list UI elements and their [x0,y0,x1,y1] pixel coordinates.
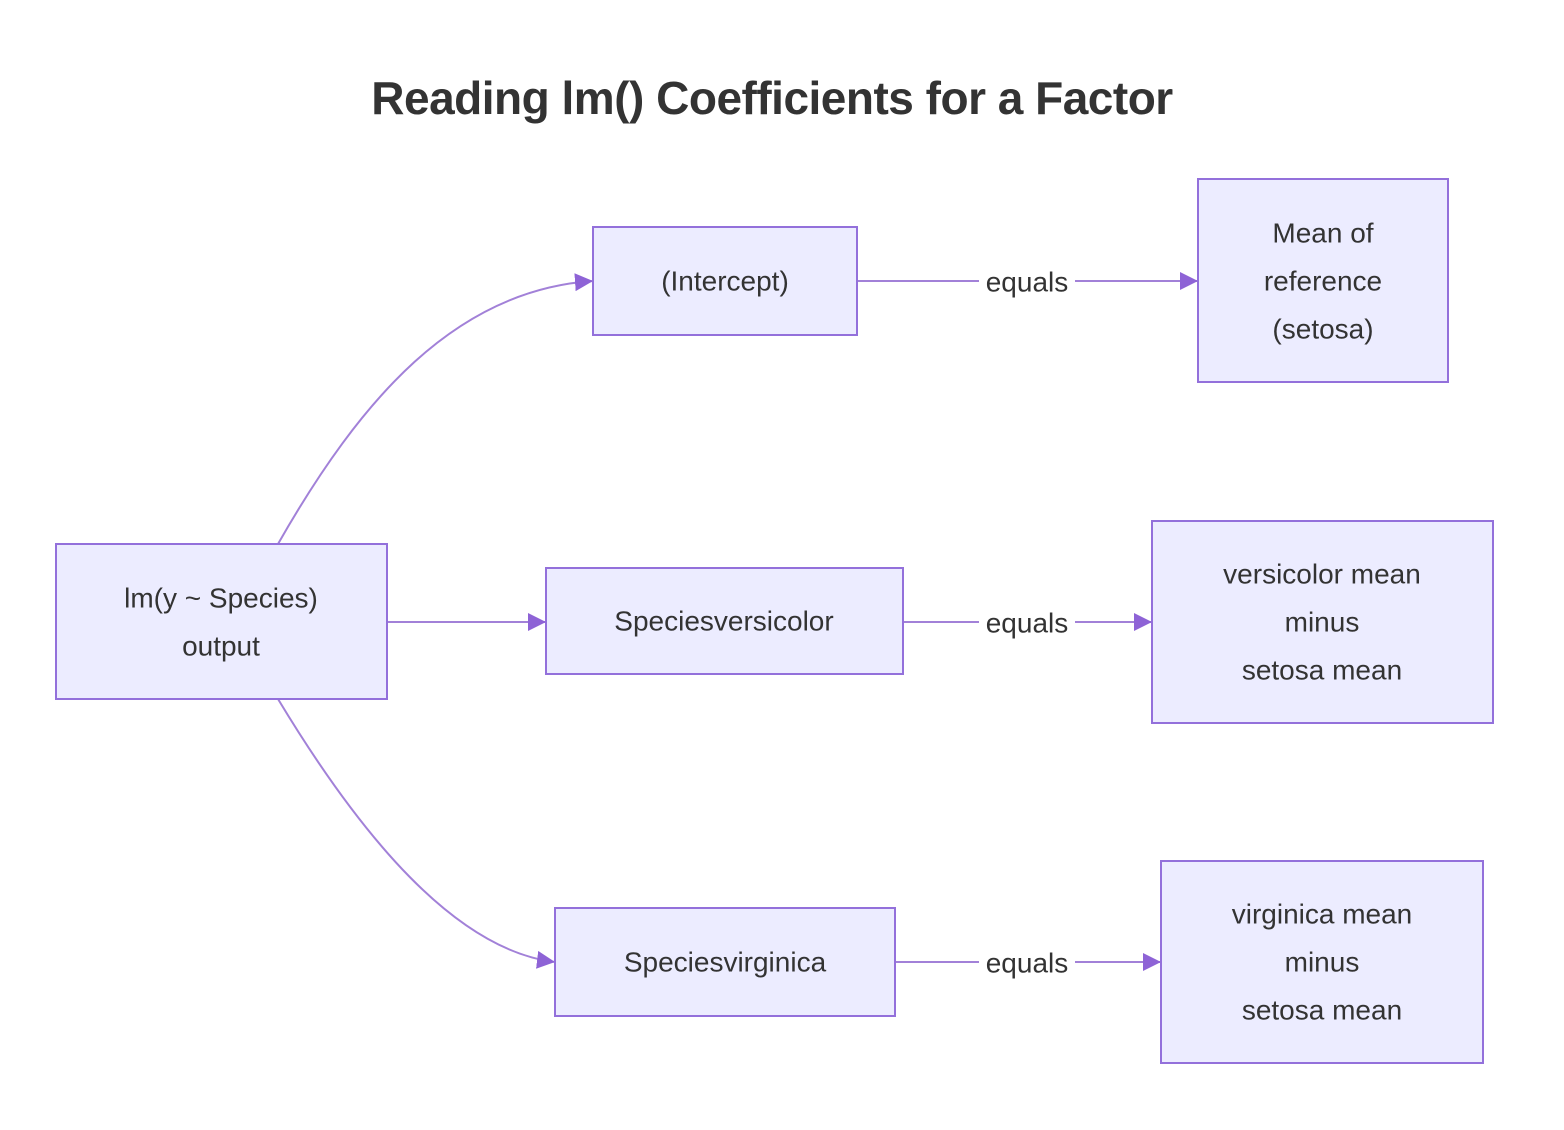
node-intercept-line-1: (Intercept) [661,266,789,297]
node-versicolor-mean-line-2: minus [1285,607,1360,638]
node-virginica-mean-line-3: setosa mean [1242,995,1402,1026]
edge-label-virginica-equals: equals [979,943,1075,981]
edge-label-text: equals [986,608,1069,639]
node-versicolor-mean: versicolor mean minus setosa mean [1151,520,1494,724]
node-virginica-mean-box [1160,860,1484,1064]
edge-label-text: equals [986,948,1069,979]
node-virginica-coef: Speciesvirginica [554,907,896,1017]
edge-label-text: equals [986,267,1069,298]
node-lm-output: lm(y ~ Species) output [55,543,388,700]
node-lm-output-line-2: output [182,631,260,662]
node-virginica-coef-box [554,907,896,1017]
node-mean-reference-line-1: Mean of [1272,218,1373,249]
node-versicolor-mean-line-1: versicolor mean [1223,559,1421,590]
node-versicolor-mean-line-3: setosa mean [1242,655,1402,686]
node-intercept: (Intercept) [592,226,858,336]
node-versicolor-mean-box [1151,520,1494,724]
node-mean-reference: Mean of reference (setosa) [1197,178,1449,383]
node-intercept-box [592,226,858,336]
node-mean-reference-box [1197,178,1449,383]
edge-label-background [979,262,1075,300]
node-versicolor-coef-box [545,567,904,675]
node-lm-output-box [55,543,388,700]
diagram-title: Reading lm() Coefficients for a Factor [371,72,1173,124]
edge-label-background [979,603,1075,641]
edge-label-versicolor-equals: equals [979,603,1075,641]
node-virginica-mean: virginica mean minus setosa mean [1160,860,1484,1064]
node-virginica-coef-line-1: Speciesvirginica [624,947,827,978]
node-versicolor-coef-line-1: Speciesversicolor [614,606,833,637]
edge-label-background [979,943,1075,981]
node-mean-reference-line-3: (setosa) [1272,314,1373,345]
node-virginica-mean-line-1: virginica mean [1232,899,1413,930]
node-mean-reference-line-2: reference [1264,266,1382,297]
edge-lm-output-to-intercept [277,273,594,545]
node-lm-output-line-1: lm(y ~ Species) [124,583,318,614]
edge-label-intercept-equals: equals [979,262,1075,300]
edge-lm-output-to-virginica-coef [277,698,556,969]
node-versicolor-coef: Speciesversicolor [545,567,904,675]
node-virginica-mean-line-2: minus [1285,947,1360,978]
